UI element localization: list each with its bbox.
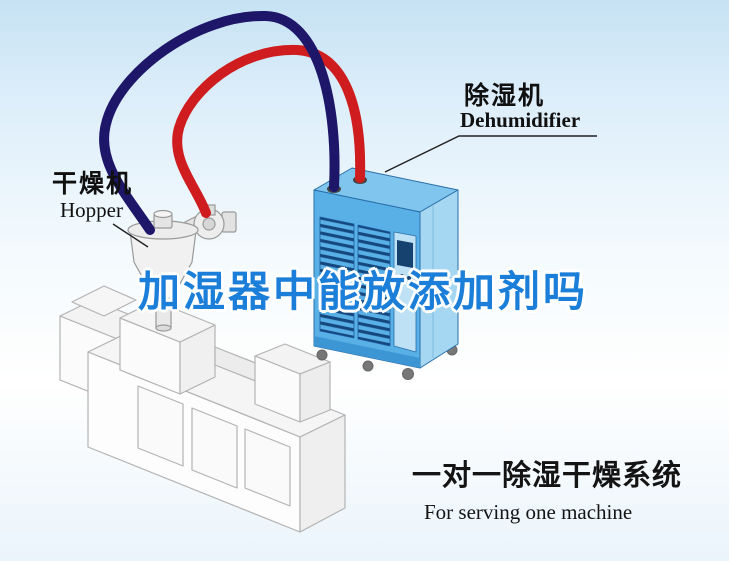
cabinet-side-face <box>419 189 459 369</box>
return-air-hose <box>99 10 340 235</box>
extruder-door-panel <box>244 428 291 507</box>
vent-grille-left <box>319 216 355 339</box>
supply-air-hose <box>172 44 366 218</box>
extruder-head-side <box>299 361 331 423</box>
dehumidifier-cabinet <box>313 167 459 380</box>
caption-line-zh: 一对一除湿干燥系统 <box>412 458 683 492</box>
dehumidifier-pointer-line <box>384 135 597 173</box>
caster-wheel <box>316 349 328 361</box>
dehumidifier-label-en: Dehumidifier <box>460 108 581 132</box>
caster-wheel <box>402 368 414 380</box>
watermark-title: 加湿器中能放添加剂吗 <box>138 267 589 316</box>
cabinet-base-strip <box>314 336 420 368</box>
extruder-body-side <box>299 414 346 533</box>
vent-grille-right <box>357 224 391 347</box>
extruder-door-panel <box>137 385 184 467</box>
control-box <box>397 240 413 268</box>
caption-line-en: For serving one machine <box>424 500 633 524</box>
hopper-lid-cap-top <box>153 209 173 219</box>
control-button <box>400 274 404 278</box>
hopper-dryer <box>127 204 237 332</box>
extruder-door-panel <box>191 407 238 489</box>
caster-wheel <box>362 360 374 372</box>
dehumidifier-label-zh: 除湿机 <box>464 81 546 110</box>
extruder-guard-plate <box>71 285 137 317</box>
hopper-label-en: Hopper <box>60 198 123 222</box>
hopper-funnel-bottom <box>154 296 172 304</box>
hopper-outlet-end <box>155 324 172 332</box>
blower-hub <box>202 217 216 231</box>
hopper-pointer-line <box>112 223 149 248</box>
label-pointer-lines <box>112 135 597 248</box>
control-button <box>407 276 411 280</box>
extruder-machine <box>59 285 346 533</box>
hopper-label-zh: 干燥机 <box>52 169 134 198</box>
